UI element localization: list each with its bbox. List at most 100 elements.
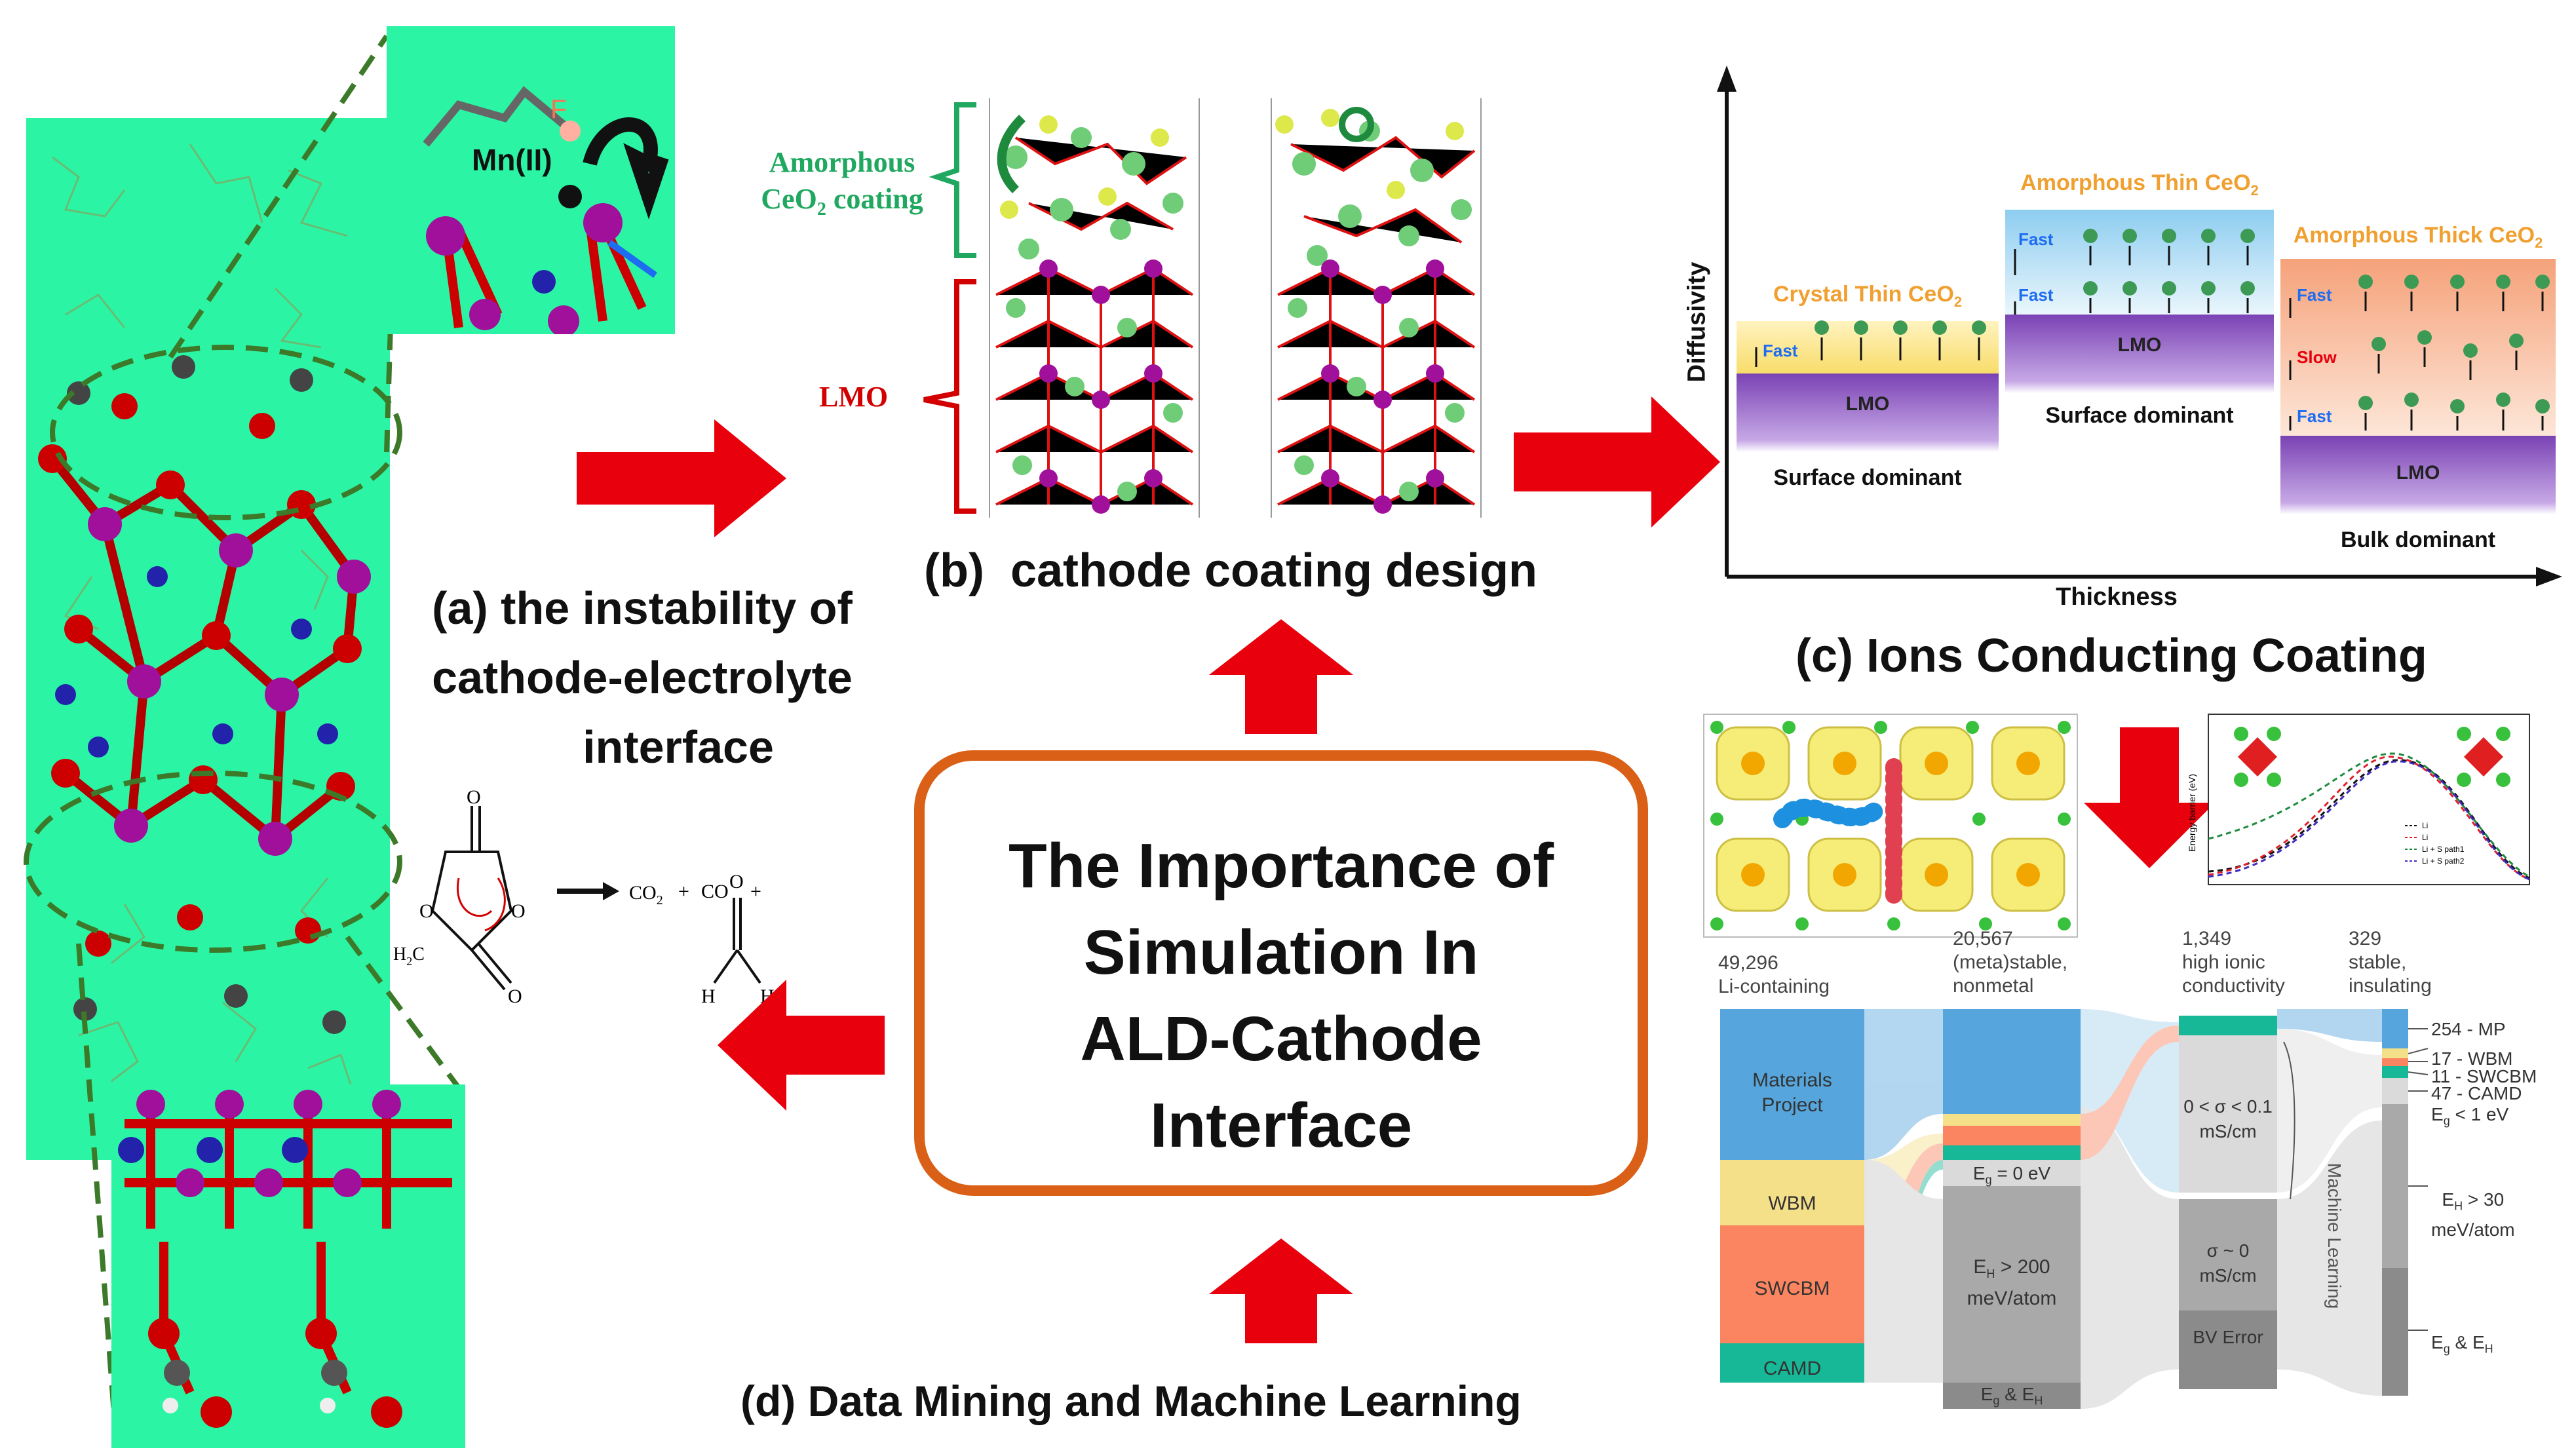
x-axis-arrow-icon [2536,567,2562,586]
box-crystal-thin-lmo-label: LMO [1845,393,1890,415]
box-amorphous-thick-foot: Bulk dominant [2340,527,2496,552]
center-title-line3: ALD-Cathode [1080,1004,1482,1074]
panel-a: F Mn(II) (a) the [0,0,917,1456]
arrow-center-to-a [718,980,885,1111]
reaction-plus-2: + [750,881,761,902]
right-label-eg-eh: Eg & EH [2431,1332,2493,1356]
box-crystal-thin-ions [1755,320,1986,367]
arrow-c-to-d [2084,727,2215,868]
box-amorphous-thick-fast-2: Fast [2297,406,2332,426]
sankey-node-materials-project [1720,1009,1864,1160]
sankey-label-eg-eh: Eg & EH [1980,1384,2043,1408]
center-title-line4: Interface [1149,1090,1413,1160]
sankey-node-wbm [1720,1160,1864,1225]
arrow-center-to-b [1209,619,1353,734]
sankey-header-2: 20,567(meta)stable,nonmetal [1953,928,2068,997]
inset-top-atoms: F Mn(II) [423,86,669,334]
diffusion-structure [1703,714,2078,938]
sankey-diagram [1720,1009,2429,1409]
reaction-product-co: CO [701,881,729,902]
reaction-o-left: O [419,900,434,922]
box-crystal-thin-title: Crystal Thin CeO2 [1773,282,1963,310]
energy-barrier-plot: Energy barrier (eV) Li Li Li + S path1 L… [2187,714,2530,885]
label-amorphous-line1: Amorphous [769,146,915,178]
box-amorphous-thin-coating [2005,210,2274,315]
panel-b: Amorphous CeO2 coating LMO [754,92,1537,616]
box-amorphous-thin: Amorphous Thin CeO2 LMO Fast Fast Surfac… [2005,170,2274,428]
box-amorphous-thin-title: Amorphous Thin CeO2 [2020,170,2259,199]
box-crystal-thin-foot: Surface dominant [1773,465,1962,490]
panel-b-caption: (b) cathode coating design [924,545,1538,597]
right-label-mp: 254 - MP [2431,1019,2506,1039]
sankey-label-machine-learning: Machine Learning [2324,1162,2345,1309]
panel-b-brackets [923,102,980,514]
reaction-arrow-icon [603,882,619,900]
box-amorphous-thick: Amorphous Thick CeO2 LMO Fast Slow Fast … [2280,223,2556,564]
right-label-eg-lt-1: Eg < 1 eV [2431,1104,2509,1128]
panel-d-caption: (d) Data Mining and Machine Learning [740,1377,1522,1425]
curved-arrow-icon [583,117,669,220]
sankey-label-camd: CAMD [1763,1358,1822,1379]
center-title: The Importance of Simulation In ALD-Cath… [925,823,1638,1169]
box-amorphous-thick-slow: Slow [2297,347,2337,367]
reaction-o-bottom: O [508,986,522,1007]
box-amorphous-thin-ions [2014,229,2255,315]
sankey-node-camd [1720,1343,1864,1383]
panel-a-caption-line3: interface [583,721,774,773]
energy-legend-1: Li [2422,821,2428,830]
energy-legend-4: Li + S path2 [2422,856,2465,866]
center-title-line2: Simulation In [1083,917,1479,987]
label-mn-ii: Mn(II) [472,143,552,177]
box-amorphous-thick-fast-1: Fast [2297,285,2332,305]
box-crystal-thin: Crystal Thin CeO2 LMO Fast Surface domin… [1737,275,1999,490]
panel-a-inset-bottom [111,1084,465,1448]
label-f: F [550,95,566,124]
box-amorphous-thick-ions [2289,275,2550,431]
label-amorphous-line2: CeO2 coating [761,183,923,220]
box-crystal-thin-lmo [1737,374,1999,452]
arrow-b-to-c [1514,396,1720,527]
center-title-box: The Importance of Simulation In ALD-Cath… [914,750,1648,1196]
box-amorphous-thin-fast-1: Fast [2018,229,2054,249]
reaction-o-right: O [511,900,526,922]
panel-c-axes [1717,66,2562,586]
reaction-h2c: H2C [393,944,425,968]
panel-a-caption-line1: (a) the instability of [432,583,853,634]
arrow-d-to-center [1209,1238,1353,1343]
box-amorphous-thick-lmo [2280,436,2556,514]
sankey-label-bv-error: BV Error [2193,1327,2263,1347]
coating-structure-2 [1258,98,1494,518]
reaction-h-left: H [701,986,716,1007]
panel-d: Energy barrier (eV) Li Li Li + S path1 L… [721,708,2574,1456]
panel-a-caption: (a) the instability of cathode-electroly… [387,573,898,782]
sankey-label-wbm: WBM [1768,1193,1816,1214]
box-amorphous-thick-title: Amorphous Thick CeO2 [2293,223,2543,251]
reaction-scheme: O O O O H2C CO2 + CO + O H H [393,786,775,1007]
label-lmo: LMO [819,381,889,413]
right-label-swcbm: 11 - SWCBM [2431,1066,2537,1086]
blue-arrow-icon [607,239,657,278]
sankey-label-swcbm: SWCBM [1754,1278,1830,1299]
panel-a-wireframe [52,144,355,1095]
panel-a-inset-top: F Mn(II) [387,26,675,334]
box-amorphous-thick-coating [2280,259,2556,436]
reaction-o-top: O [467,786,481,808]
x-axis-label: Thickness [2056,583,2178,611]
panel-c: Diffusivity Thickness Crystal Thin CeO2 … [1683,66,2569,714]
panel-a-atoms [38,355,371,1034]
arrow-a-to-b [577,419,786,537]
sankey-label-eg-zero: Eg = 0 eV [1972,1163,2051,1187]
right-label-wbm: 17 - WBM [2431,1048,2513,1069]
reaction-formaldehyde-o: O [729,871,744,892]
box-amorphous-thin-foot: Surface dominant [2045,403,2234,428]
energy-legend-2: Li [2422,833,2428,842]
y-axis-label: Diffusivity [1683,261,1711,383]
